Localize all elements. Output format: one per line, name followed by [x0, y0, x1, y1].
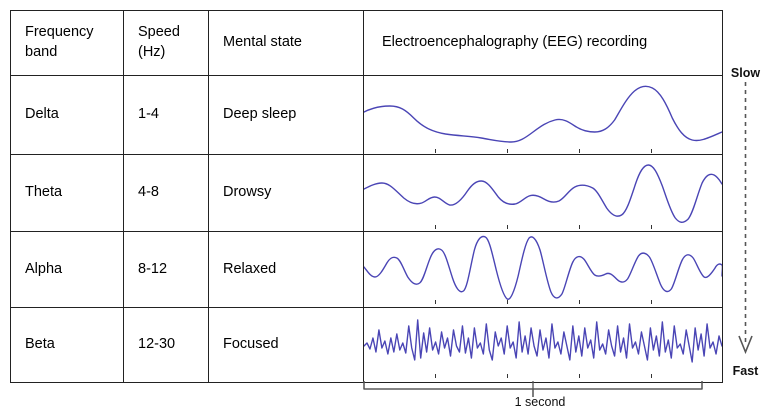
waveform-alpha-path	[364, 235, 722, 300]
header-eeg-recording: Electroencephalography (EEG) recording	[382, 34, 648, 51]
waveform-beta-path	[364, 319, 722, 363]
cell-state-theta: Drowsy	[208, 154, 364, 232]
speed-gradient-axis: Slow Fast	[726, 66, 765, 378]
cell-speed-theta: 4-8	[123, 154, 209, 232]
waveform-delta-svg	[364, 85, 722, 143]
cell-speed-alpha: 8-12	[123, 231, 209, 308]
frequency-band-table: Frequency band Speed (Hz) Mental state	[10, 10, 723, 383]
cell-band-theta: Theta	[10, 154, 124, 232]
state-label-beta: Focused	[223, 336, 279, 353]
state-label-theta: Drowsy	[223, 184, 272, 201]
speed-label-delta: 1-4	[138, 106, 159, 123]
band-label-theta: Theta	[25, 184, 63, 201]
header-cell-frequency-band: Frequency band	[10, 10, 124, 76]
waveform-beta	[363, 307, 723, 383]
time-scale-bracket: 1 second	[355, 378, 725, 412]
state-label-alpha: Relaxed	[223, 260, 277, 277]
waveform-delta	[363, 75, 723, 155]
header-cell-mental-state: Mental state	[208, 10, 364, 76]
cell-speed-delta: 1-4	[123, 75, 209, 155]
table-row-beta: Beta 12-30 Focused	[10, 307, 723, 383]
waveform-beta-svg	[364, 319, 722, 363]
band-label-delta: Delta	[25, 106, 59, 123]
waveform-theta	[363, 154, 723, 232]
waveform-alpha	[363, 231, 723, 308]
speed-label-alpha: 8-12	[138, 260, 168, 277]
header-frequency-band-line2: band	[25, 44, 58, 60]
cell-state-alpha: Relaxed	[208, 231, 364, 308]
header-cell-eeg-recording: Electroencephalography (EEG) recording	[363, 10, 723, 76]
speed-label-theta: 4-8	[138, 184, 159, 201]
cell-state-beta: Focused	[208, 307, 364, 383]
header-frequency-band-line1: Frequency	[25, 24, 94, 41]
waveform-theta-svg	[364, 164, 722, 223]
speed-axis-label-fast: Fast	[732, 364, 759, 378]
speed-label-beta: 12-30	[138, 336, 176, 353]
header-mental-state: Mental state	[223, 34, 302, 51]
cell-speed-beta: 12-30	[123, 307, 209, 383]
band-label-alpha: Alpha	[25, 260, 63, 277]
waveform-alpha-svg	[364, 235, 722, 300]
table-row-alpha: Alpha 8-12 Relaxed	[10, 231, 723, 308]
waveform-theta-path	[364, 164, 722, 223]
bracket-icon	[363, 381, 703, 397]
cell-state-delta: Deep sleep	[208, 75, 364, 155]
cell-band-alpha: Alpha	[10, 231, 124, 308]
speed-arrow-icon	[738, 82, 753, 355]
header-speed-line2: (Hz)	[138, 44, 166, 60]
cell-band-delta: Delta	[10, 75, 124, 155]
state-label-delta: Deep sleep	[223, 106, 297, 123]
header-cell-speed: Speed (Hz)	[123, 10, 209, 76]
table-row-theta: Theta 4-8 Drowsy	[10, 154, 723, 232]
band-label-beta: Beta	[25, 336, 55, 353]
table-row-delta: Delta 1-4 Deep sleep	[10, 75, 723, 155]
header-speed-line1: Speed	[138, 24, 180, 41]
table-header-row: Frequency band Speed (Hz) Mental state	[10, 10, 723, 76]
speed-axis-label-slow: Slow	[730, 66, 761, 80]
time-scale-label: 1 second	[514, 395, 566, 409]
waveform-delta-path	[364, 85, 722, 143]
cell-band-beta: Beta	[10, 307, 124, 383]
